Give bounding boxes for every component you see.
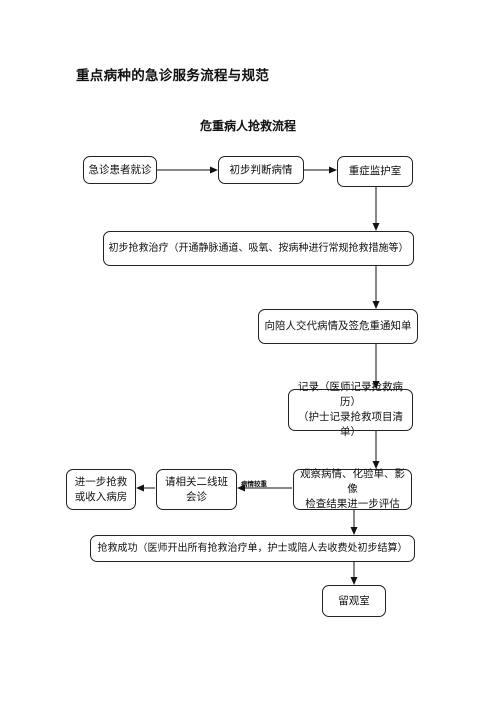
step-label: 急诊患者就诊 bbox=[88, 163, 152, 176]
step-notify-family: 向陪人交代病情及签危重通知单 bbox=[258, 309, 418, 344]
step-label: 重症监护室 bbox=[348, 165, 402, 177]
step-label: 初步抢救治疗（开通静脉通道、吸氧、按病种进行常规抢救措施等） bbox=[108, 243, 409, 254]
step-label-line2: （护士记录抢救项目清单） bbox=[298, 411, 403, 438]
step-label-line1: 进一步抢救 bbox=[74, 475, 128, 488]
step-label: 留观室 bbox=[338, 594, 370, 607]
flowchart-title: 危重病人抢救流程 bbox=[199, 119, 296, 133]
step-label: 初步判断病情 bbox=[229, 163, 293, 176]
step-initial-treatment: 初步抢救治疗（开通静脉通道、吸氧、按病种进行常规抢救措施等） bbox=[103, 231, 414, 266]
step-observation-room: 留观室 bbox=[322, 585, 386, 617]
step-patient-arrival: 急诊患者就诊 bbox=[83, 156, 157, 184]
step-label-line1: 记录（医师记录抢救病历） bbox=[298, 381, 403, 408]
step-label: 抢救成功（医师开出所有抢救治疗单，护士或陪人去收费处初步结算） bbox=[97, 543, 408, 554]
step-label-line2: 会诊 bbox=[186, 490, 207, 503]
document-title: 重点病种的急诊服务流程与规范 bbox=[76, 68, 270, 84]
step-label-line2: 检查结果进一步评估 bbox=[305, 498, 400, 510]
step-icu: 重症监护室 bbox=[337, 156, 413, 187]
step-consultation: 请相关二线班 会诊 bbox=[156, 469, 237, 510]
step-initial-judgement: 初步判断病情 bbox=[218, 156, 304, 184]
step-record: 记录（医师记录抢救病历） （护士记录抢救项目清单） bbox=[288, 381, 413, 438]
step-further-rescue: 进一步抢救 或收入病房 bbox=[66, 469, 136, 510]
step-label-line2: 或收入病房 bbox=[74, 490, 128, 503]
step-observe-evaluate: 观察病情、化验单、影像 检查结果进一步评估 bbox=[293, 468, 412, 510]
edge-label-unstable: 病情较重 bbox=[241, 480, 267, 488]
step-label: 向陪人交代病情及签危重通知单 bbox=[264, 320, 412, 332]
step-rescue-success: 抢救成功（医师开出所有抢救治疗单，护士或陪人去收费处初步结算） bbox=[90, 535, 415, 562]
step-label-line1: 观察病情、化验单、影像 bbox=[300, 468, 405, 495]
step-label-line1: 请相关二线班 bbox=[165, 475, 228, 488]
